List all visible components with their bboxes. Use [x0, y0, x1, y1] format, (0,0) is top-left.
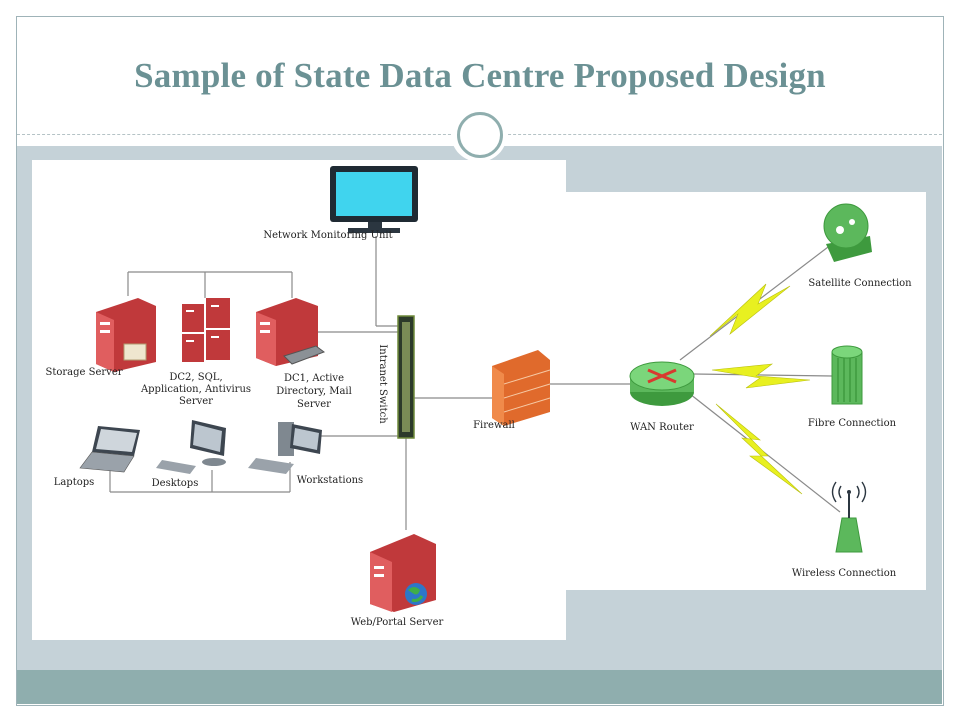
- laptop-icon: [79, 426, 140, 473]
- label-intranet-switch: Intranet Switch: [377, 344, 388, 424]
- label-satellite-connection: Satellite Connection: [808, 278, 912, 289]
- label-dc1-line3: Server: [297, 399, 331, 410]
- label-dc1-line1: DC1, Active: [284, 373, 344, 384]
- label-dc1-line2: Directory, Mail: [276, 386, 352, 397]
- label-dc2-line2: Application, Antivirus: [140, 384, 251, 395]
- label-dc2-line3: Server: [179, 396, 213, 407]
- diagram-panel-left: [32, 160, 566, 640]
- dc1-server-icon: [256, 298, 326, 366]
- slide-title: Sample of State Data Centre Proposed Des…: [134, 56, 826, 95]
- label-desktops: Desktops: [152, 478, 199, 489]
- connection-lines: [109, 236, 841, 530]
- fibre-connection-icon: [831, 345, 863, 405]
- wireless-link-bolts: [709, 283, 811, 495]
- label-wireless-connection: Wireless Connection: [792, 568, 897, 579]
- desktop-icon: [156, 420, 226, 474]
- workstation-icon: [248, 422, 322, 474]
- web-portal-server-icon: [370, 534, 436, 612]
- label-workstations: Workstations: [297, 475, 363, 486]
- wireless-antenna-icon: [831, 481, 867, 553]
- label-firewall: Firewall: [473, 420, 515, 431]
- firewall-icon: [492, 350, 551, 426]
- storage-server-icon: [96, 298, 156, 372]
- label-wan-router: WAN Router: [630, 422, 694, 433]
- diagram-panel-right: [566, 192, 926, 590]
- label-fibre-connection: Fibre Connection: [808, 418, 897, 429]
- footer-bar: [17, 670, 942, 704]
- label-storage-server: Storage Server: [45, 367, 122, 378]
- label-web-portal-server: Web/Portal Server: [351, 617, 444, 628]
- monitor-icon: [330, 166, 418, 233]
- wan-router-icon: [629, 361, 695, 406]
- label-laptops: Laptops: [54, 477, 95, 488]
- dc2-server-icon: [182, 298, 230, 362]
- intranet-switch-icon: [397, 315, 415, 439]
- satellite-dish-icon: [823, 203, 872, 262]
- label-dc2-line1: DC2, SQL,: [169, 372, 222, 383]
- label-monitor: Network Monitoring Unit: [263, 230, 392, 241]
- divider-circle-icon: [451, 106, 507, 162]
